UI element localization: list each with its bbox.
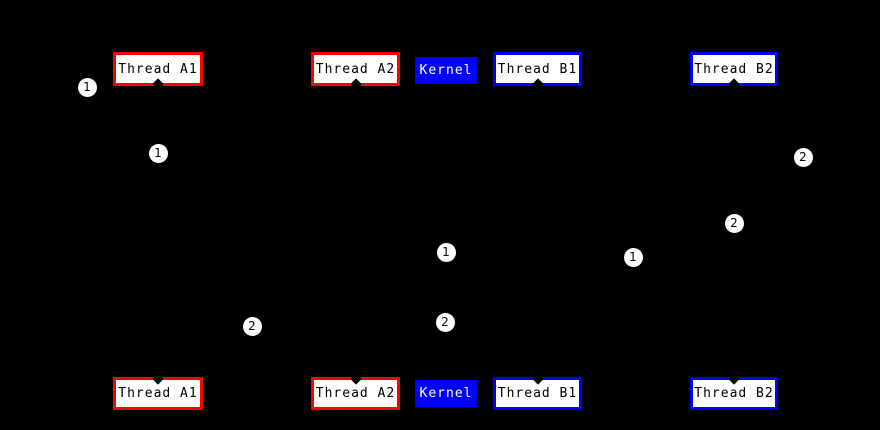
step-marker-2: 2	[242, 316, 262, 336]
actor-box-kernel-bottom: Kernel	[415, 380, 477, 407]
step-marker-1: 1	[148, 143, 168, 163]
actor-box-kernel-top: Kernel	[415, 57, 477, 84]
actor-box-label: Thread B1	[497, 386, 578, 401]
actor-box-label: Thread A2	[315, 386, 396, 401]
actor-box-label: Kernel	[419, 386, 473, 401]
step-marker-1: 1	[436, 242, 456, 262]
step-marker-1: 1	[623, 247, 643, 267]
actor-box-label: Thread A1	[118, 61, 198, 77]
step-marker-2: 2	[793, 147, 813, 167]
step-marker-2: 2	[724, 213, 744, 233]
actor-box-label: Thread B2	[694, 61, 774, 77]
actor-box-label: Thread B1	[497, 61, 578, 77]
step-marker-2: 2	[435, 312, 455, 332]
actor-box-label: Thread A2	[315, 61, 396, 77]
actor-box-label: Thread A1	[118, 386, 198, 401]
actor-box-label: Kernel	[419, 63, 473, 78]
actor-box-label: Thread B2	[694, 386, 774, 401]
step-marker-1: 1	[77, 77, 97, 97]
